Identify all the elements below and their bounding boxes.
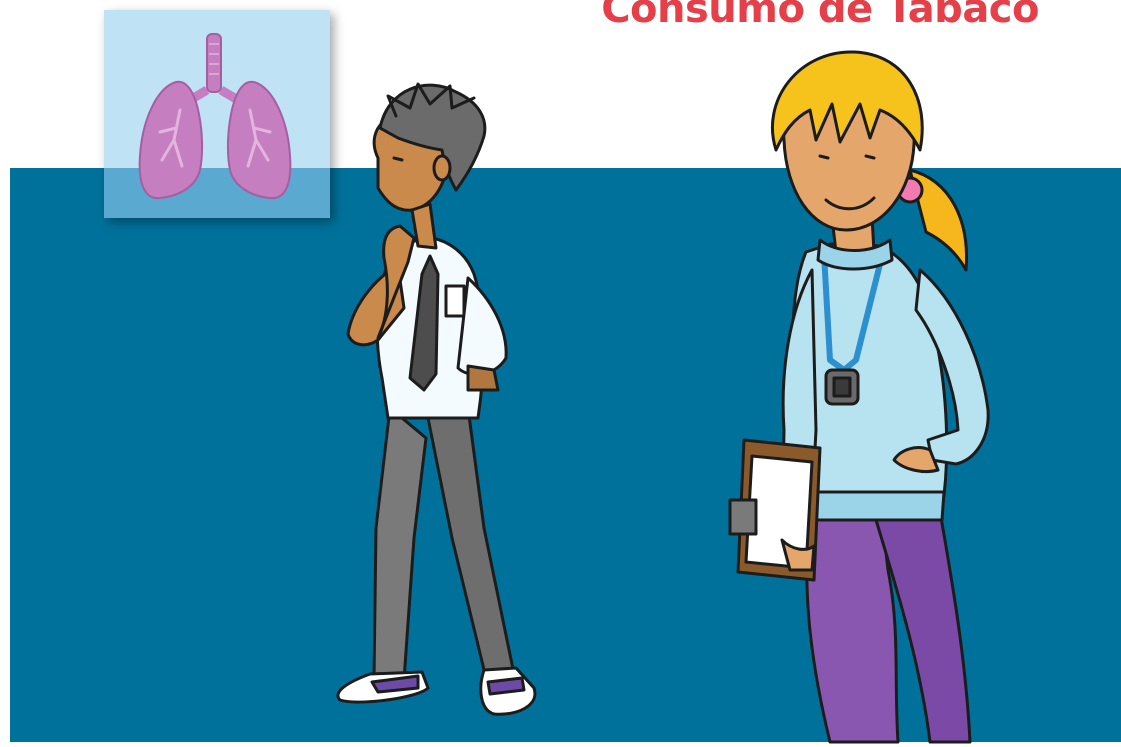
thinking-boy-illustration	[318, 78, 548, 742]
lungs-icon	[138, 33, 292, 200]
page-title: Consumo de Tabaco	[601, 0, 1039, 32]
girl-with-clipboard-illustration	[720, 40, 1040, 744]
lungs-card	[104, 10, 330, 218]
